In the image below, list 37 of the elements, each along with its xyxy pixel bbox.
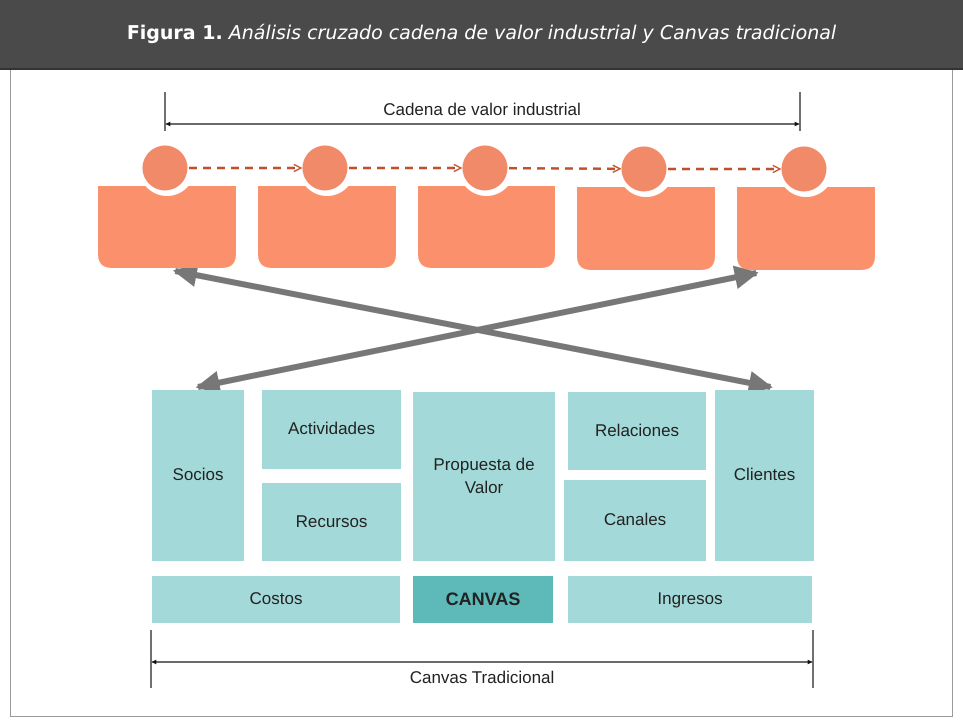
dimension-label: Cadena de valor industrial	[383, 100, 581, 120]
block-label: Recursos	[296, 510, 368, 533]
canvas-block	[413, 392, 555, 561]
dashed-arrow	[509, 164, 621, 174]
stage-circle	[302, 145, 348, 191]
block-label: Ingresos	[657, 588, 723, 610]
dimension-label: Canvas Tradicional	[410, 668, 554, 688]
stage-block	[577, 187, 715, 270]
canvas-block	[715, 390, 814, 561]
block-label: Clientes	[734, 464, 796, 486]
block-label: Canales	[604, 509, 666, 532]
block-label: Costos	[250, 588, 302, 610]
block-label: Propuesta de Valor	[432, 454, 536, 498]
canvas-block	[152, 576, 400, 623]
canvas-block	[262, 483, 401, 561]
block-label: Actividades	[288, 418, 375, 440]
block-label: Socios	[172, 464, 224, 486]
stage-circle	[462, 145, 508, 191]
canvas-block	[568, 392, 706, 470]
canvas-block	[568, 576, 812, 623]
stage-circle	[781, 146, 827, 192]
canvas-label-block	[413, 576, 553, 623]
block-label: Relaciones	[594, 420, 680, 442]
figure-title: Figura 1. Análisis cruzado cadena de valor industrial y Canvas tradicional	[126, 22, 838, 44]
canvas-block	[262, 390, 401, 469]
stage-block	[258, 186, 396, 268]
dashed-arrow	[668, 164, 781, 174]
canvas-block	[564, 480, 706, 561]
stage-block	[418, 186, 555, 268]
dashed-arrow	[189, 164, 302, 172]
stage-block	[737, 187, 875, 270]
stage-circle	[621, 146, 667, 192]
canvas-block	[152, 390, 244, 561]
dashed-arrow	[349, 164, 462, 172]
stage-block	[98, 186, 236, 268]
block-label: CANVAS	[446, 588, 520, 611]
stage-circle	[142, 145, 188, 191]
